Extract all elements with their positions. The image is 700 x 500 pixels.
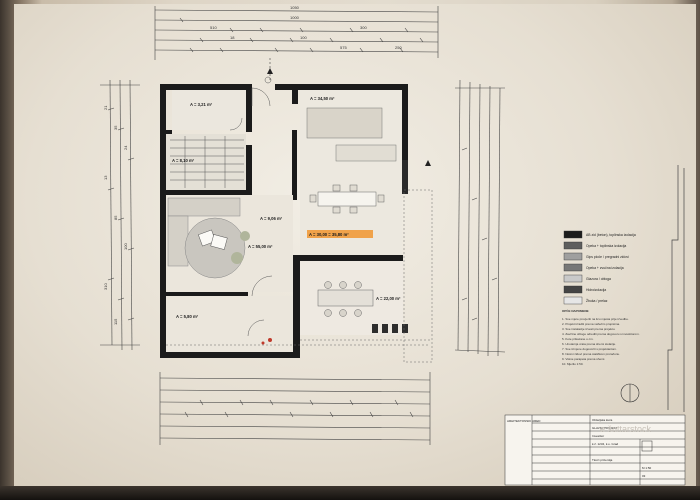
left-dim-label-1: 21 xyxy=(103,105,108,110)
notes-title: OPĆE NAPOMENE xyxy=(562,308,589,313)
title-location: k.č. 1234, k.o. Grad xyxy=(592,442,619,446)
note-line-3: 3. Sve instalacije izvesti prema projekt… xyxy=(562,327,616,331)
left-dim-label-2: 35 xyxy=(113,125,118,130)
title-sheet: 03 xyxy=(642,474,646,478)
utility-area-label: A = 5,80 m² xyxy=(176,314,199,319)
legend-item-7: Žbuka / prelaz xyxy=(586,298,608,303)
legend xyxy=(563,230,583,305)
note-line-7: 7. Sve izmjene dogovoriti s projektantom… xyxy=(562,347,617,351)
note-line-10: 10. Mjerilo 1:50. xyxy=(562,362,584,366)
terrace-table xyxy=(317,281,374,317)
outdoor-steps xyxy=(372,324,408,333)
left-dim-label-6: 100 xyxy=(123,243,128,250)
title-office: ARHITEKTONSKI URED xyxy=(507,419,541,423)
dining-table xyxy=(309,184,385,214)
staircase xyxy=(170,136,244,188)
left-dim-label-5: 85 xyxy=(113,215,118,220)
top-dim-label-2: 1000 xyxy=(290,15,300,20)
main-area-label: A = 30,00 = 35,80 m² xyxy=(309,232,349,237)
note-line-9: 9. Visine parapeta prema shemi. xyxy=(562,357,605,361)
top-dim-label-5: 18 xyxy=(230,35,235,40)
note-line-2: 2. Projekt izraditi prema važećim propis… xyxy=(562,322,620,326)
right-dimension-lines xyxy=(454,79,506,357)
monitor-bottom-bezel xyxy=(0,486,700,500)
title-drawing-name: Tlocrt prizemlja xyxy=(592,458,613,462)
top-dim-label-6: 100 xyxy=(300,35,307,40)
legend-item-1: AB zid (beton), toplinska izolacija xyxy=(586,233,636,237)
living-room-furniture xyxy=(167,76,272,279)
left-dimension-ticks xyxy=(107,107,135,321)
title-project: Obiteljska kuća xyxy=(592,418,613,422)
stair-area-label: A = 8,10 m² xyxy=(172,158,195,163)
legend-item-3: Gips ploče / pregradni zidovi xyxy=(586,255,629,259)
dashed-guides xyxy=(166,189,433,363)
sheet-border xyxy=(667,165,685,412)
terrace-area-label: A = 22,00 m² xyxy=(376,296,401,301)
bath-area-label: A = 3,21 m² xyxy=(190,102,213,107)
left-dim-label-7: 310 xyxy=(103,283,108,290)
floor-plan-walls xyxy=(160,84,408,358)
legend-item-5: Glazura / obloga xyxy=(586,277,611,281)
section-marker xyxy=(261,68,431,345)
left-dim-label-4: 13 xyxy=(103,175,108,180)
title-investor: Investitor xyxy=(592,434,604,438)
legend-item-4: Opeka + zvučna izolacija xyxy=(586,266,624,270)
door-swings xyxy=(229,87,273,337)
note-line-1: 1. Sve mjere provjeriti na licu mjesta p… xyxy=(562,317,629,321)
title-block xyxy=(504,414,686,486)
title-phase: GLAVNI PROJEKT xyxy=(592,426,618,430)
note-line-6: 6. Unutarnja vrata prema shemi stolarije… xyxy=(562,342,616,346)
left-dim-label-8: 115 xyxy=(113,318,118,325)
left-dim-label-3: 24 xyxy=(123,145,128,150)
top-dim-label-8: 250 xyxy=(395,45,402,50)
note-line-4: 4. Završne obloge odrediti prema dogovor… xyxy=(562,332,640,336)
top-dim-label-4: 300 xyxy=(360,25,367,30)
top-dimension-ticks xyxy=(179,17,424,53)
legend-item-2: Opeka + toplinska izolacija xyxy=(586,244,626,248)
title-scale: M 1:50 xyxy=(642,466,652,470)
watermark-text: e šuttarstock xyxy=(600,424,652,434)
top-dim-label-1: 1050 xyxy=(290,5,300,10)
bottom-dimension-lines xyxy=(159,372,431,445)
main-area-highlight xyxy=(307,230,373,238)
legend-item-6: Hidroizolacija xyxy=(586,288,606,292)
note-line-8: 8. Nosivi zidovi prema statičkom proraču… xyxy=(562,352,620,356)
north-arrow-icon xyxy=(620,383,640,403)
top-dimension-lines xyxy=(154,6,439,82)
note-line-5: 5. Kote prikazane u cm. xyxy=(562,337,594,341)
hall-area-label: A = 9,06 m² xyxy=(260,216,283,221)
left-dimension-lines xyxy=(100,79,140,351)
top-dim-label-3: 510 xyxy=(210,25,217,30)
kitchen-area-label: A = 34,50 m² xyxy=(310,96,335,101)
living-area-label: A = 55,00 m² xyxy=(248,244,273,249)
top-dim-label-7: 575 xyxy=(340,45,347,50)
